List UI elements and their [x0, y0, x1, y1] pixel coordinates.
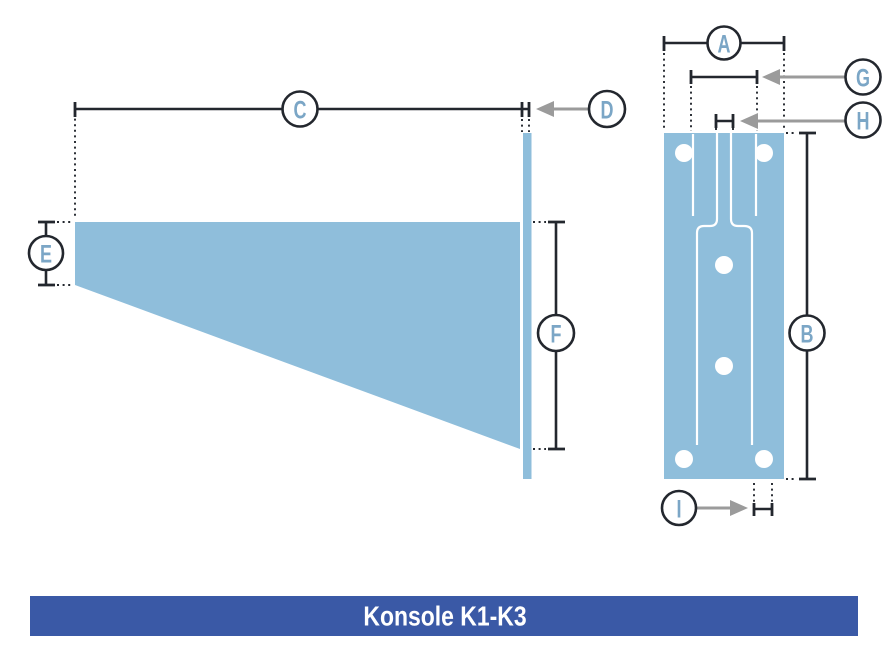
mounting-hole-top-right [755, 144, 773, 162]
dim-f-label-circle [536, 313, 576, 353]
dim-f-label: F [551, 320, 562, 349]
dimension-e: E [27, 220, 72, 287]
dim-d-label: D [601, 96, 614, 125]
dim-b-label-circle [788, 314, 826, 352]
slot-contours [691, 133, 758, 445]
front-view: A G H [660, 25, 882, 527]
dim-i-label: I [676, 495, 681, 524]
mounting-hole-bottom-left [675, 450, 693, 468]
mounting-hole-bottom-right [755, 450, 773, 468]
title-banner-text: Konsole K1-K3 [363, 602, 526, 633]
title-banner: Konsole K1-K3 [30, 596, 858, 636]
dimension-a: A [662, 25, 786, 131]
dim-b-label: B [801, 320, 814, 349]
dimension-c: C [73, 90, 529, 219]
dimension-g: G [689, 58, 882, 131]
dim-h-label: H [857, 107, 870, 136]
dim-g-label: G [856, 64, 870, 93]
dim-e-label-circle [27, 234, 65, 272]
mounting-holes [675, 144, 773, 468]
wall-plate-face-shape [664, 133, 784, 479]
mounting-hole-middle-lower [715, 357, 733, 375]
dim-c-label-circle [281, 90, 319, 128]
dim-i-label-circle [660, 489, 698, 527]
mounting-hole-middle-upper [715, 256, 733, 274]
dimension-h: H [714, 101, 882, 139]
dim-h-label-circle [844, 101, 882, 139]
keyhole-slot-left-edge [695, 133, 719, 445]
dim-g-label-circle [844, 58, 882, 96]
dimension-b: B [786, 131, 826, 481]
title-banner-background [30, 596, 858, 636]
dim-h-arrowhead-icon [740, 113, 758, 129]
dim-g-arrowhead-icon [762, 69, 780, 85]
dim-e-label: E [40, 240, 52, 269]
mounting-hole-top-left [675, 144, 693, 162]
dim-a-label-circle [706, 25, 742, 61]
wall-plate-edge-shape [523, 133, 532, 479]
dim-c-label: C [294, 96, 307, 125]
dim-a-label: A [718, 30, 731, 59]
dimension-f: F [533, 220, 576, 451]
keyhole-slot-right-edge [729, 133, 754, 445]
dim-d-label-circle [587, 89, 627, 129]
bracket-arm-shape [75, 222, 520, 449]
dim-i-arrowhead-icon [730, 500, 748, 516]
side-view: C D E [27, 89, 627, 479]
dimension-i: I [660, 483, 774, 527]
dim-d-arrowhead-icon [536, 101, 554, 117]
dimension-d: D [520, 89, 627, 132]
